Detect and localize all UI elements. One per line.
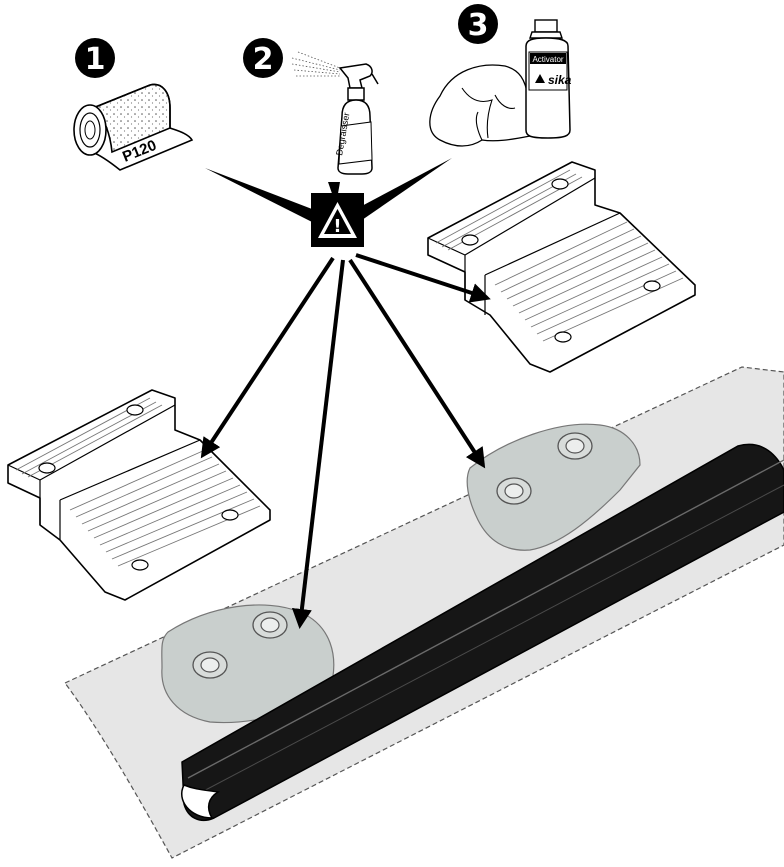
step-1: 1 P120	[74, 38, 192, 170]
bolt-hole-icon	[193, 652, 227, 678]
step-number-badge: 1	[75, 38, 115, 78]
warning-symbol: !	[333, 216, 341, 237]
clamp-foot-left	[8, 390, 270, 600]
spray-bottle-icon: Degraisser	[334, 64, 378, 174]
activator-brand: sika	[548, 73, 572, 87]
bolt-hole-icon	[497, 478, 531, 504]
sandpaper-roll-icon: P120	[74, 84, 192, 170]
step-3: 3 Activator sika	[430, 4, 572, 146]
arrow-to-clamp-left	[203, 258, 333, 455]
clamp-foot-right	[428, 162, 695, 372]
svg-text:1: 1	[85, 42, 106, 77]
bolt-hole-icon	[253, 612, 287, 638]
spray-mist	[292, 52, 340, 76]
step-number-badge: 3	[458, 4, 498, 44]
svg-text:3: 3	[468, 8, 489, 43]
step-2: 2 Degraisser	[243, 38, 378, 174]
warning-triangle-icon: !	[311, 193, 364, 247]
cloth-icon	[430, 65, 530, 146]
step-number-badge: 2	[243, 38, 283, 78]
bolt-hole-icon	[558, 433, 592, 459]
activator-bottle-icon: Activator sika	[526, 20, 572, 138]
activator-label: Activator	[532, 55, 563, 64]
svg-text:2: 2	[253, 42, 274, 77]
